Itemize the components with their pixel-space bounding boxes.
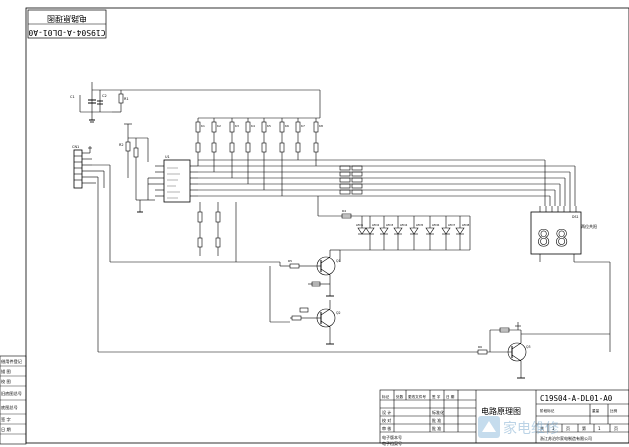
- mark-header: 标记: [382, 394, 390, 399]
- role-label: 校 对: [382, 417, 391, 423]
- switch-label: K3: [235, 124, 239, 128]
- switch-label: K4: [251, 124, 255, 128]
- resistor-label: R4: [342, 209, 346, 213]
- company-name: 浙江苏泊尔家电制造有限公司: [540, 435, 592, 441]
- switch-label: K1: [201, 124, 205, 128]
- sheet-text: 1: [552, 426, 555, 431]
- led-label: LED5: [416, 223, 423, 227]
- display-digit: 8: [555, 227, 568, 252]
- switch-label: K5: [267, 124, 271, 128]
- ic-label: U1: [165, 155, 170, 159]
- capacitor-c1: [88, 82, 96, 123]
- stage-header: 比例: [610, 408, 618, 413]
- sheet-text: 页: [614, 426, 618, 431]
- strip-row-label: 借用件登记: [1, 358, 23, 365]
- sheet-text: 共: [540, 425, 544, 431]
- resistor-r5: [289, 263, 300, 269]
- resistor-r1: [112, 90, 124, 113]
- switch-label: K2: [217, 124, 221, 128]
- watermark-text: 家电维修: [503, 420, 559, 437]
- mirrored-title-box: 电路原理图 C19S04-A-DL01-A0: [27, 9, 107, 39]
- transistor-label: Q1: [336, 259, 341, 263]
- title-block: [379, 389, 629, 444]
- led-label: LED8: [462, 223, 469, 227]
- display-part-label: DS1: [572, 215, 579, 219]
- mark-header: 处数: [396, 394, 404, 399]
- strip-row-label: 旧底图总号: [1, 390, 22, 397]
- drawing-name: 电路原理图: [481, 406, 521, 416]
- transistor-q1: [306, 250, 336, 290]
- resistor-r4: [341, 213, 352, 219]
- role-label: 标准化: [432, 409, 444, 415]
- led-label: LED3: [386, 223, 393, 227]
- stage-header: 重量: [592, 408, 600, 413]
- transistor-q2: [306, 300, 336, 338]
- connector-label: CN1: [72, 145, 79, 149]
- resistor-network: [339, 165, 363, 195]
- mark-header: 日 期: [446, 394, 455, 399]
- led-label: LED7: [448, 223, 455, 227]
- display-digit: 8: [537, 227, 550, 252]
- role-label: 批 准: [432, 417, 441, 423]
- watermark-logo-icon: [478, 416, 500, 438]
- strip-row-label: 描 图: [1, 368, 11, 375]
- transistor-q3: [507, 334, 527, 372]
- switch-label: K6: [285, 124, 289, 128]
- capacitor-c2: [97, 90, 103, 112]
- sheet-text: 1: [598, 426, 601, 431]
- strip-row-label: 底图总号: [1, 404, 18, 411]
- seven-segment-display: [530, 160, 611, 352]
- drawing-number: C19S04-A-DL01-A0: [540, 394, 613, 403]
- transistor-label: Q3: [526, 345, 531, 349]
- outer-frame: [25, 7, 629, 444]
- schematic: C1 C2 R1: [70, 82, 611, 379]
- switch-array: [195, 90, 321, 196]
- led-label: LED6: [432, 223, 439, 227]
- strip-row-label: 签 字: [1, 416, 11, 422]
- connector-cn1: [73, 149, 92, 189]
- sheet-text: 页: [566, 426, 570, 431]
- resistor-r3: [133, 138, 139, 200]
- sheet-text: 第: [582, 425, 586, 431]
- switch-label: K8: [319, 124, 323, 128]
- stage-header: 阶段标记: [540, 408, 555, 413]
- mark-header: 更改文件号: [408, 394, 426, 399]
- role-label: 审 核: [382, 425, 391, 431]
- capacitor-label: C2: [102, 94, 107, 98]
- capacitor-label: C1: [70, 95, 75, 99]
- led-label: LED2: [372, 223, 379, 227]
- strip-row-label: 日 期: [1, 427, 11, 433]
- left-registration-strip: 借用件登记 描 图 校 图 旧底图总号 底图总号 签 字 日 期: [0, 355, 27, 445]
- title-block-text: 标记 处数 更改文件号 签 字 日 期 设 计 校 对 审 核 标准化 批 准 …: [382, 394, 618, 446]
- resistor-label: R2: [119, 143, 124, 147]
- resistor-label: R5: [288, 259, 292, 263]
- mirrored-drawing-number: C19S04-A-DL01-A0: [28, 28, 105, 37]
- mark-header: 签 字: [432, 394, 441, 399]
- electronic-version: 电子版本号: [382, 434, 402, 440]
- watermark: 家电维修: [478, 416, 559, 438]
- role-label: 设 计: [382, 409, 391, 415]
- led-array: [357, 216, 470, 251]
- transistor-label: Q2: [336, 311, 341, 315]
- led-label: LED4: [400, 223, 407, 227]
- role-label: 批 准: [432, 425, 441, 431]
- resistor-label: R6: [478, 345, 482, 349]
- mirrored-cn-title: 电路原理图: [47, 14, 87, 24]
- resistor-r2: [125, 138, 131, 178]
- resistor-label: R1: [124, 97, 129, 101]
- switch-label: K7: [301, 124, 305, 128]
- file-number: 电子档案号: [382, 440, 402, 446]
- ic-u1: [155, 159, 198, 203]
- display-label: 两位共阳: [581, 223, 597, 229]
- strip-row-label: 校 图: [1, 378, 11, 385]
- led-label: LED1: [356, 223, 363, 227]
